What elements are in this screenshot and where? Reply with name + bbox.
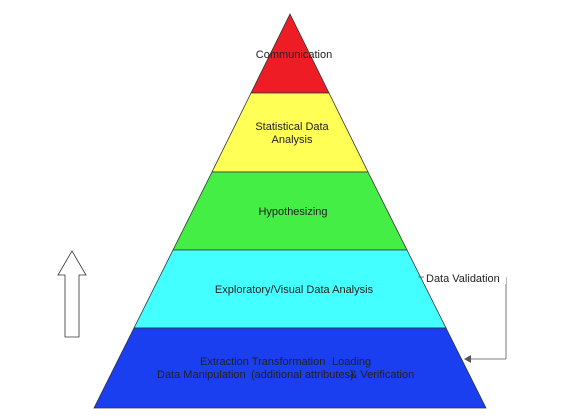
label-exploratory: Exploratory/Visual Data Analysis: [215, 284, 374, 296]
label-hypothesizing: Hypothesizing: [258, 206, 327, 218]
side-label-backdrop: [424, 271, 506, 284]
tier-base: [93, 327, 487, 409]
label-statistical-line2: Analysis: [272, 134, 313, 146]
up-arrow-icon: [57, 250, 87, 338]
label-data-manipulation: Data Manipulation: [157, 369, 246, 381]
label-loading: Loading: [332, 356, 371, 368]
label-verification: & Verification: [350, 369, 414, 381]
label-additional-attributes: (additional attributes): [251, 369, 354, 381]
label-data-validation: Data Validation: [426, 273, 500, 285]
validation-arrowhead-icon: [464, 355, 471, 363]
label-communication: Communication: [256, 49, 332, 61]
label-etl: Extraction Transformation: [200, 356, 325, 368]
label-statistical-line1: Statistical Data: [255, 121, 329, 133]
